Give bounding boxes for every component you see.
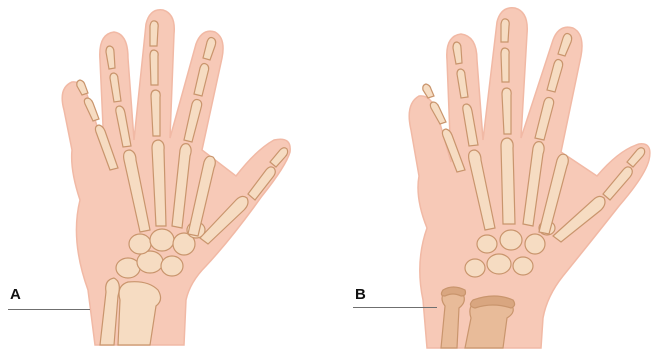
leader-line-b — [353, 307, 437, 308]
label-a: A — [10, 286, 21, 303]
hand-a-illustration — [0, 0, 326, 351]
leader-line-a — [8, 309, 90, 310]
hand-b-panel: B — [327, 0, 653, 351]
hand-a-panel: A — [0, 0, 326, 351]
hand-a-skin — [62, 10, 290, 345]
label-b: B — [355, 286, 366, 303]
hand-b-illustration — [327, 0, 653, 351]
